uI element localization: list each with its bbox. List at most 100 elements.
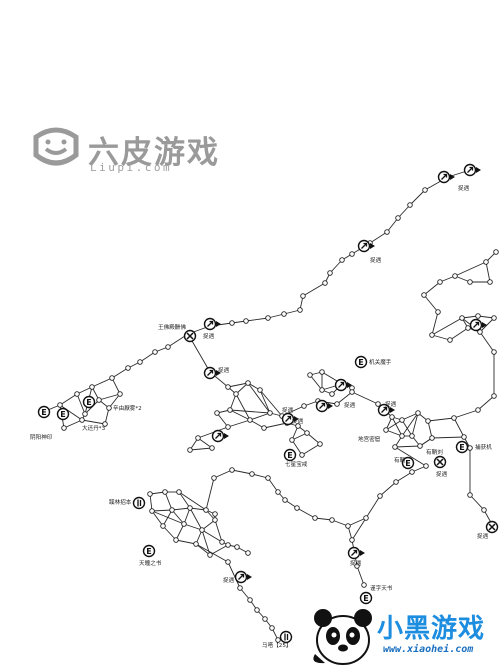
route-node[interactable] <box>345 523 351 529</box>
route-node[interactable] <box>447 337 453 343</box>
route-node[interactable] <box>169 507 175 513</box>
route-node[interactable] <box>467 279 473 285</box>
route-node[interactable] <box>237 585 243 591</box>
route-node[interactable] <box>125 365 131 371</box>
route-node[interactable] <box>160 523 166 529</box>
route-node[interactable] <box>247 417 253 423</box>
route-node[interactable] <box>429 332 435 338</box>
route-node[interactable] <box>281 311 287 317</box>
route-node[interactable] <box>487 279 493 285</box>
route-node[interactable] <box>415 410 421 416</box>
route-node[interactable] <box>187 505 193 511</box>
route-node[interactable] <box>461 434 467 440</box>
elite-enemy-icon[interactable]: E <box>37 405 51 419</box>
route-node[interactable] <box>61 425 67 431</box>
route-node[interactable] <box>229 467 235 473</box>
elite-enemy-icon[interactable]: E <box>142 544 156 558</box>
route-node[interactable] <box>219 539 225 545</box>
route-node[interactable] <box>225 542 231 548</box>
route-node[interactable] <box>245 380 251 386</box>
route-node[interactable] <box>312 515 318 521</box>
route-node[interactable] <box>407 202 413 208</box>
route-node[interactable] <box>429 435 435 441</box>
route-node[interactable] <box>452 273 458 279</box>
route-node[interactable] <box>295 423 301 429</box>
route-node[interactable] <box>147 491 153 497</box>
route-node[interactable] <box>106 405 112 411</box>
path-arrow-icon[interactable] <box>437 170 456 184</box>
path-arrow-icon[interactable] <box>234 570 253 584</box>
route-node[interactable] <box>422 187 428 193</box>
route-node[interactable] <box>269 625 275 631</box>
route-node[interactable] <box>162 489 168 495</box>
route-node[interactable] <box>297 307 303 313</box>
elite-enemy-icon[interactable]: E <box>455 440 469 454</box>
route-node[interactable] <box>243 318 249 324</box>
route-node[interactable] <box>421 292 427 298</box>
route-node[interactable] <box>467 445 473 451</box>
route-node[interactable] <box>247 597 253 603</box>
route-node[interactable] <box>327 270 333 276</box>
path-arrow-icon[interactable] <box>203 366 222 380</box>
path-arrow-icon[interactable] <box>347 546 366 560</box>
elite-enemy-icon[interactable]: E <box>283 448 297 462</box>
route-node[interactable] <box>451 415 457 421</box>
route-node[interactable] <box>209 445 215 451</box>
route-node[interactable] <box>491 393 497 399</box>
route-node[interactable] <box>423 463 429 469</box>
route-node[interactable] <box>249 471 255 477</box>
route-node[interactable] <box>392 444 398 450</box>
route-node[interactable] <box>425 418 431 424</box>
path-arrow-icon[interactable] <box>203 317 222 331</box>
route-node[interactable] <box>265 315 271 321</box>
route-node[interactable] <box>282 497 288 503</box>
elite-enemy-icon[interactable]: E <box>359 591 373 605</box>
route-node[interactable] <box>195 435 201 441</box>
route-node[interactable] <box>393 479 399 485</box>
route-node[interactable] <box>437 279 443 285</box>
route-node[interactable] <box>375 401 381 407</box>
route-node[interactable] <box>383 427 389 433</box>
route-node[interactable] <box>234 544 240 550</box>
route-node[interactable] <box>225 384 231 390</box>
route-node[interactable] <box>225 424 231 430</box>
route-node[interactable] <box>435 309 441 315</box>
elite-enemy-icon[interactable]: E <box>354 355 368 369</box>
route-node[interactable] <box>481 507 487 513</box>
route-node[interactable] <box>149 508 155 514</box>
path-arrow-icon[interactable] <box>211 429 230 443</box>
route-node[interactable] <box>384 229 390 235</box>
path-arrow-icon[interactable] <box>469 318 488 332</box>
route-node[interactable] <box>299 452 305 458</box>
crossroad-icon[interactable] <box>485 520 499 534</box>
elite-enemy-icon[interactable]: E <box>82 395 96 409</box>
route-node[interactable] <box>319 369 325 375</box>
route-node[interactable] <box>117 391 123 397</box>
path-arrow-icon[interactable] <box>315 399 334 413</box>
route-node[interactable] <box>465 325 471 331</box>
route-node[interactable] <box>257 387 263 393</box>
treasure-chest-icon[interactable] <box>132 496 146 510</box>
path-arrow-icon[interactable] <box>377 403 396 417</box>
route-node[interactable] <box>267 410 273 416</box>
route-node[interactable] <box>329 391 335 397</box>
route-node[interactable] <box>307 372 313 378</box>
route-node[interactable] <box>483 259 489 265</box>
route-node[interactable] <box>74 391 80 397</box>
route-node[interactable] <box>176 489 182 495</box>
route-node[interactable] <box>262 616 268 622</box>
route-node[interactable] <box>300 293 306 299</box>
route-node[interactable] <box>294 505 300 511</box>
route-node[interactable] <box>214 410 220 416</box>
route-node[interactable] <box>329 517 335 523</box>
route-node[interactable] <box>173 537 179 543</box>
route-node[interactable] <box>275 637 281 643</box>
route-node[interactable] <box>109 375 115 381</box>
route-node[interactable] <box>82 411 88 417</box>
route-node[interactable] <box>203 507 209 513</box>
route-node[interactable] <box>165 344 171 350</box>
route-node[interactable] <box>193 541 199 547</box>
treasure-chest-icon[interactable] <box>279 630 293 644</box>
route-node[interactable] <box>245 550 251 556</box>
path-arrow-icon[interactable] <box>463 163 482 177</box>
